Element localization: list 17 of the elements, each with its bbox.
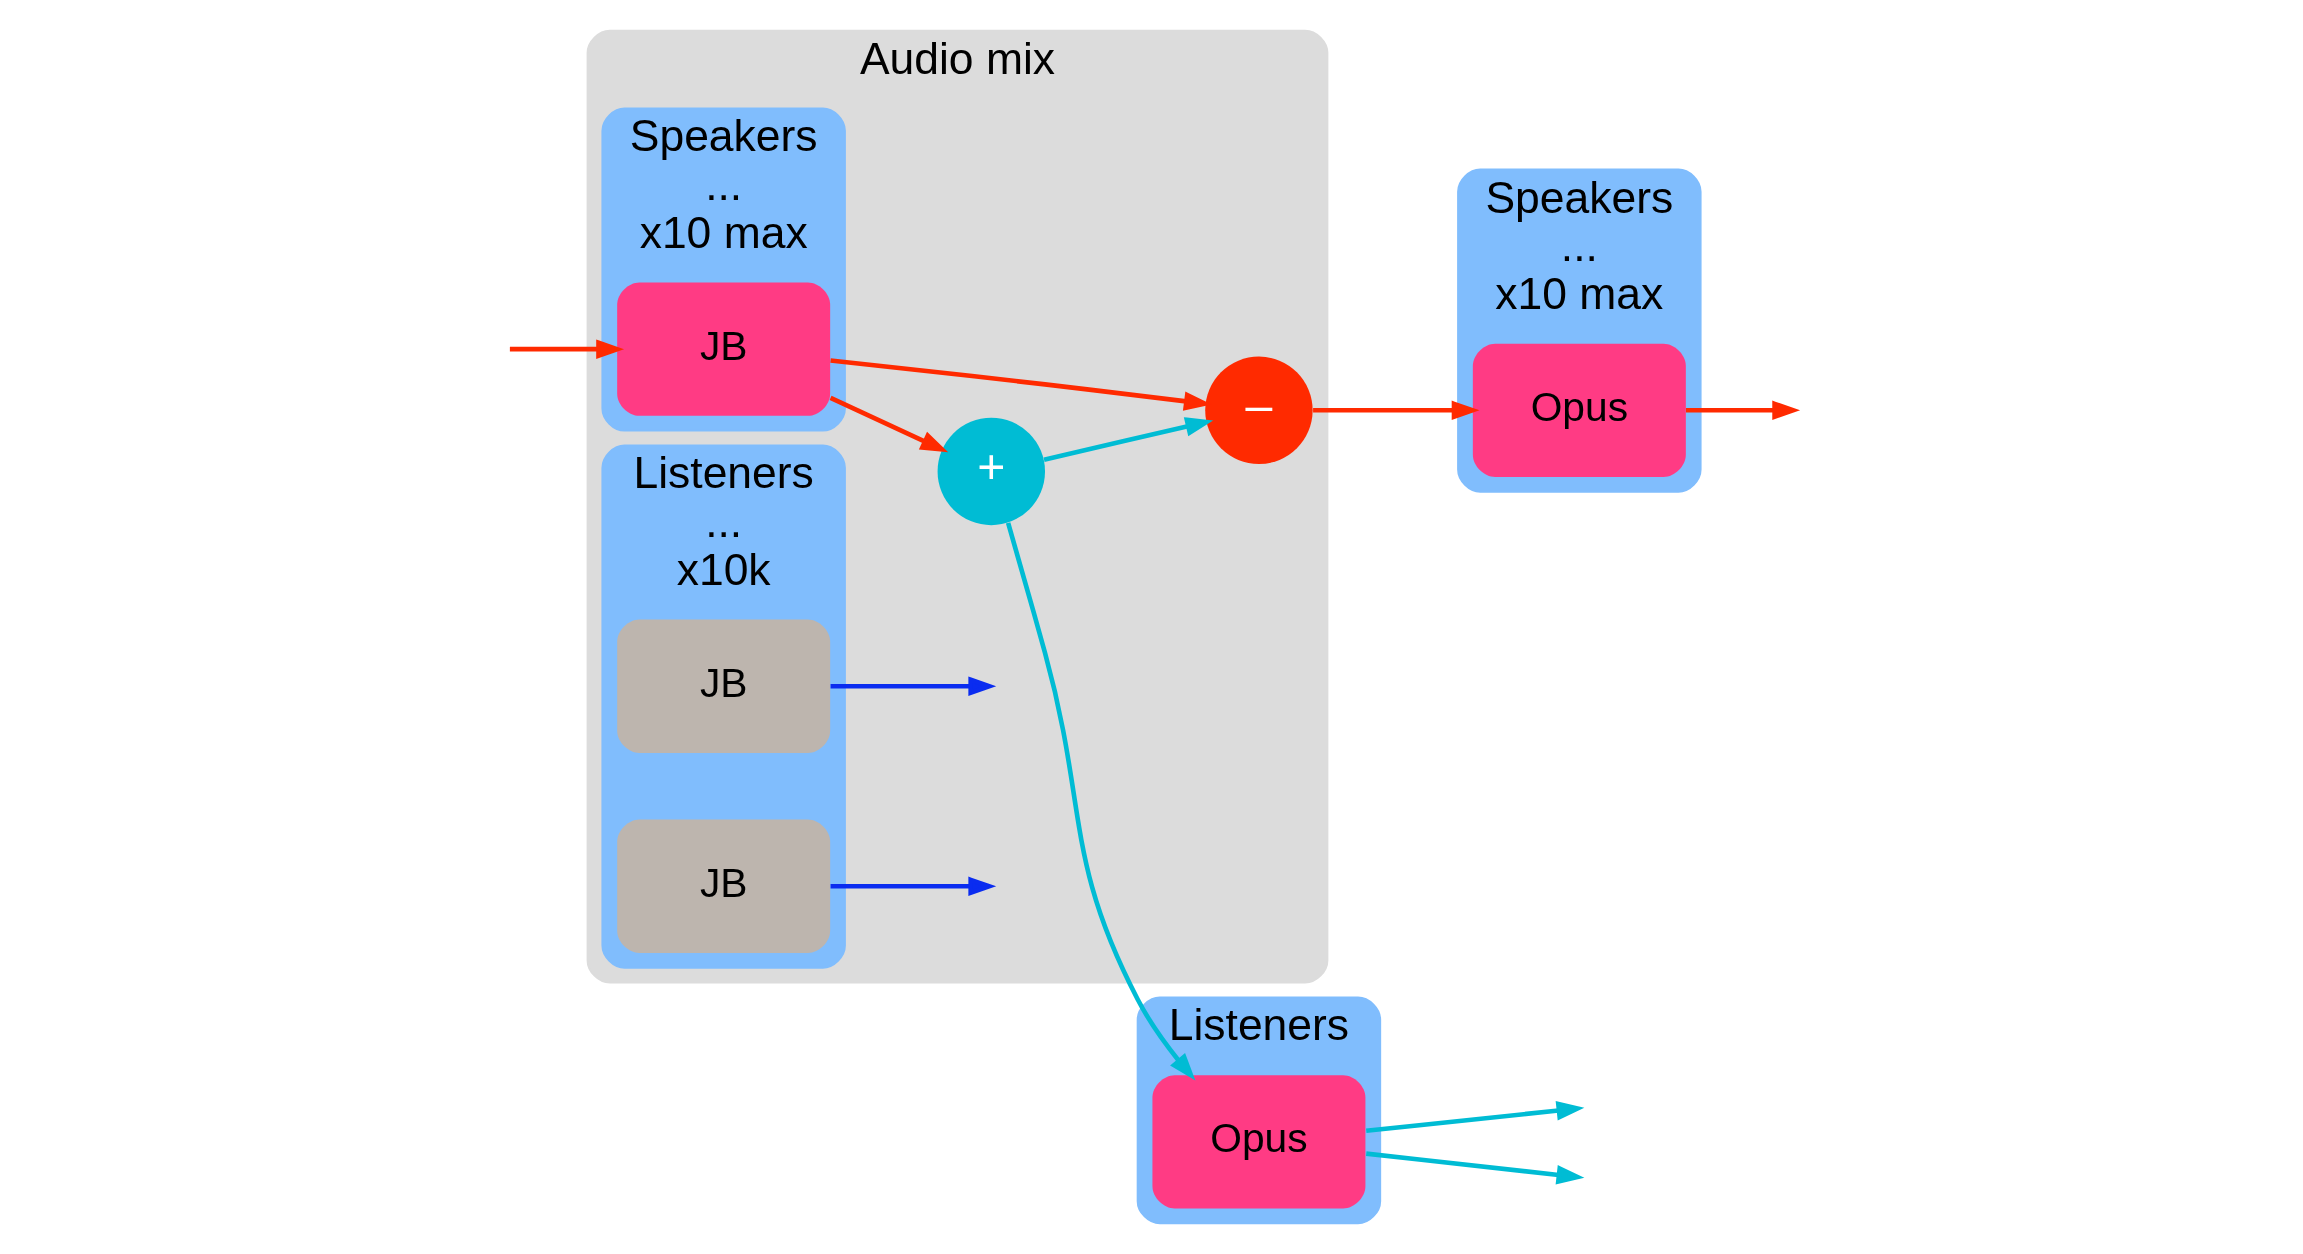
arrow [509,339,625,359]
arrow [829,395,949,453]
node-circle: – [1205,356,1313,464]
arrow [1366,1101,1585,1134]
node-circle: + [937,417,1045,526]
arrow [1043,417,1214,462]
node-box: Opus [1472,343,1686,477]
node-box: JB [617,819,831,953]
arrow [830,676,997,696]
arrow [830,876,997,897]
arrow [1686,400,1801,421]
node-box: JB [617,282,831,416]
arrow [1005,522,1196,1081]
node-box: JB [617,619,831,753]
arrow [1313,400,1480,421]
node-box: Opus [1152,1075,1366,1209]
arrow [1365,1151,1585,1185]
